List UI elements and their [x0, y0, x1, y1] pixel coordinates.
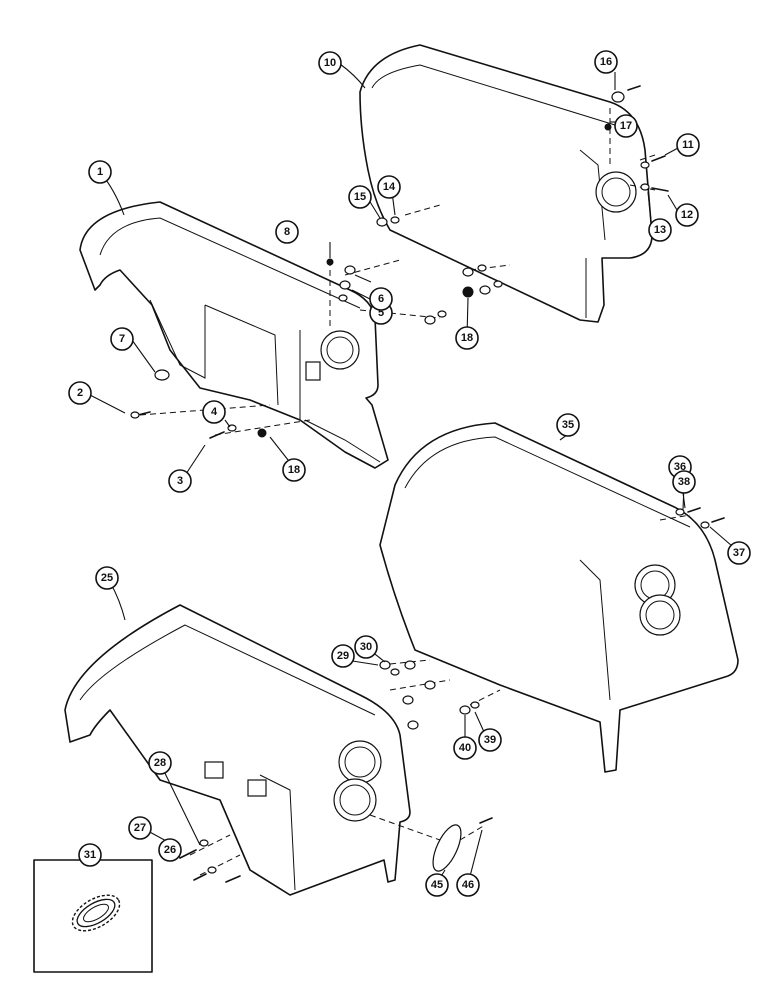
- svg-text:8: 8: [284, 226, 290, 238]
- inset-detail-31: [33, 859, 153, 973]
- svg-text:11: 11: [682, 139, 694, 151]
- callout-18-right: 18: [455, 326, 479, 350]
- svg-text:35: 35: [562, 419, 574, 431]
- callout-39: 39: [478, 728, 502, 752]
- svg-text:27: 27: [134, 822, 146, 834]
- callout-45: 45: [425, 873, 449, 897]
- svg-text:5: 5: [378, 307, 384, 319]
- fender-part-25: [64, 604, 411, 896]
- callout-14: 14: [377, 175, 401, 199]
- svg-text:37: 37: [733, 547, 745, 559]
- callout-11: 11: [676, 133, 700, 157]
- svg-text:15: 15: [354, 191, 366, 203]
- svg-text:31: 31: [84, 849, 96, 861]
- callout-26: 26: [158, 838, 182, 862]
- svg-text:7: 7: [119, 333, 125, 345]
- callout-8: 8: [275, 220, 299, 244]
- svg-text:28: 28: [154, 757, 166, 769]
- callout-46: 46: [456, 873, 480, 897]
- svg-text:2: 2: [77, 387, 83, 399]
- svg-text:14: 14: [383, 181, 396, 193]
- callout-13: 13: [648, 218, 672, 242]
- svg-text:3: 3: [177, 475, 183, 487]
- callout-18-left: 18: [282, 458, 306, 482]
- svg-text:4: 4: [211, 406, 218, 418]
- svg-text:18: 18: [461, 332, 473, 344]
- callout-12: 12: [675, 203, 699, 227]
- fender-part-10: [359, 44, 653, 323]
- svg-text:6: 6: [378, 293, 384, 305]
- callout-4: 4: [202, 400, 226, 424]
- svg-text:29: 29: [337, 650, 349, 662]
- gear-ring-icon: [71, 894, 121, 932]
- callout-27: 27: [128, 816, 152, 840]
- svg-text:26: 26: [164, 844, 176, 856]
- callout-10: 10: [318, 51, 342, 75]
- svg-text:17: 17: [620, 120, 632, 132]
- svg-text:45: 45: [431, 879, 443, 891]
- callout-1: 1: [88, 160, 112, 184]
- svg-text:39: 39: [484, 734, 496, 746]
- callout-7: 7: [110, 327, 134, 351]
- svg-text:40: 40: [459, 742, 471, 754]
- callout-30: 30: [354, 635, 378, 659]
- callout-17: 17: [614, 114, 638, 138]
- svg-text:30: 30: [360, 641, 372, 653]
- svg-text:25: 25: [101, 572, 113, 584]
- callout-38: 38: [672, 470, 696, 494]
- callout-40: 40: [453, 736, 477, 760]
- svg-text:13: 13: [654, 224, 666, 236]
- callout-3: 3: [168, 469, 192, 493]
- callout-37: 37: [727, 541, 751, 565]
- hardware: [130, 85, 725, 883]
- callout-6: 6: [369, 287, 393, 311]
- svg-text:10: 10: [324, 57, 336, 69]
- fender-part-1: [79, 201, 389, 469]
- callout-16: 16: [594, 50, 618, 74]
- callout-35: 35: [556, 413, 580, 437]
- svg-text:1: 1: [97, 166, 103, 178]
- callout-25: 25: [95, 566, 119, 590]
- svg-text:16: 16: [600, 56, 612, 68]
- callout-29: 29: [331, 644, 355, 668]
- svg-text:38: 38: [678, 476, 690, 488]
- fender-part-35: [379, 422, 739, 773]
- callout-2: 2: [68, 381, 92, 405]
- callout-28: 28: [148, 751, 172, 775]
- svg-text:46: 46: [462, 879, 474, 891]
- callout-31: 31: [78, 843, 102, 867]
- svg-text:36: 36: [674, 461, 686, 473]
- callout-15: 15: [348, 185, 372, 209]
- svg-text:18: 18: [288, 464, 300, 476]
- svg-text:12: 12: [681, 209, 693, 221]
